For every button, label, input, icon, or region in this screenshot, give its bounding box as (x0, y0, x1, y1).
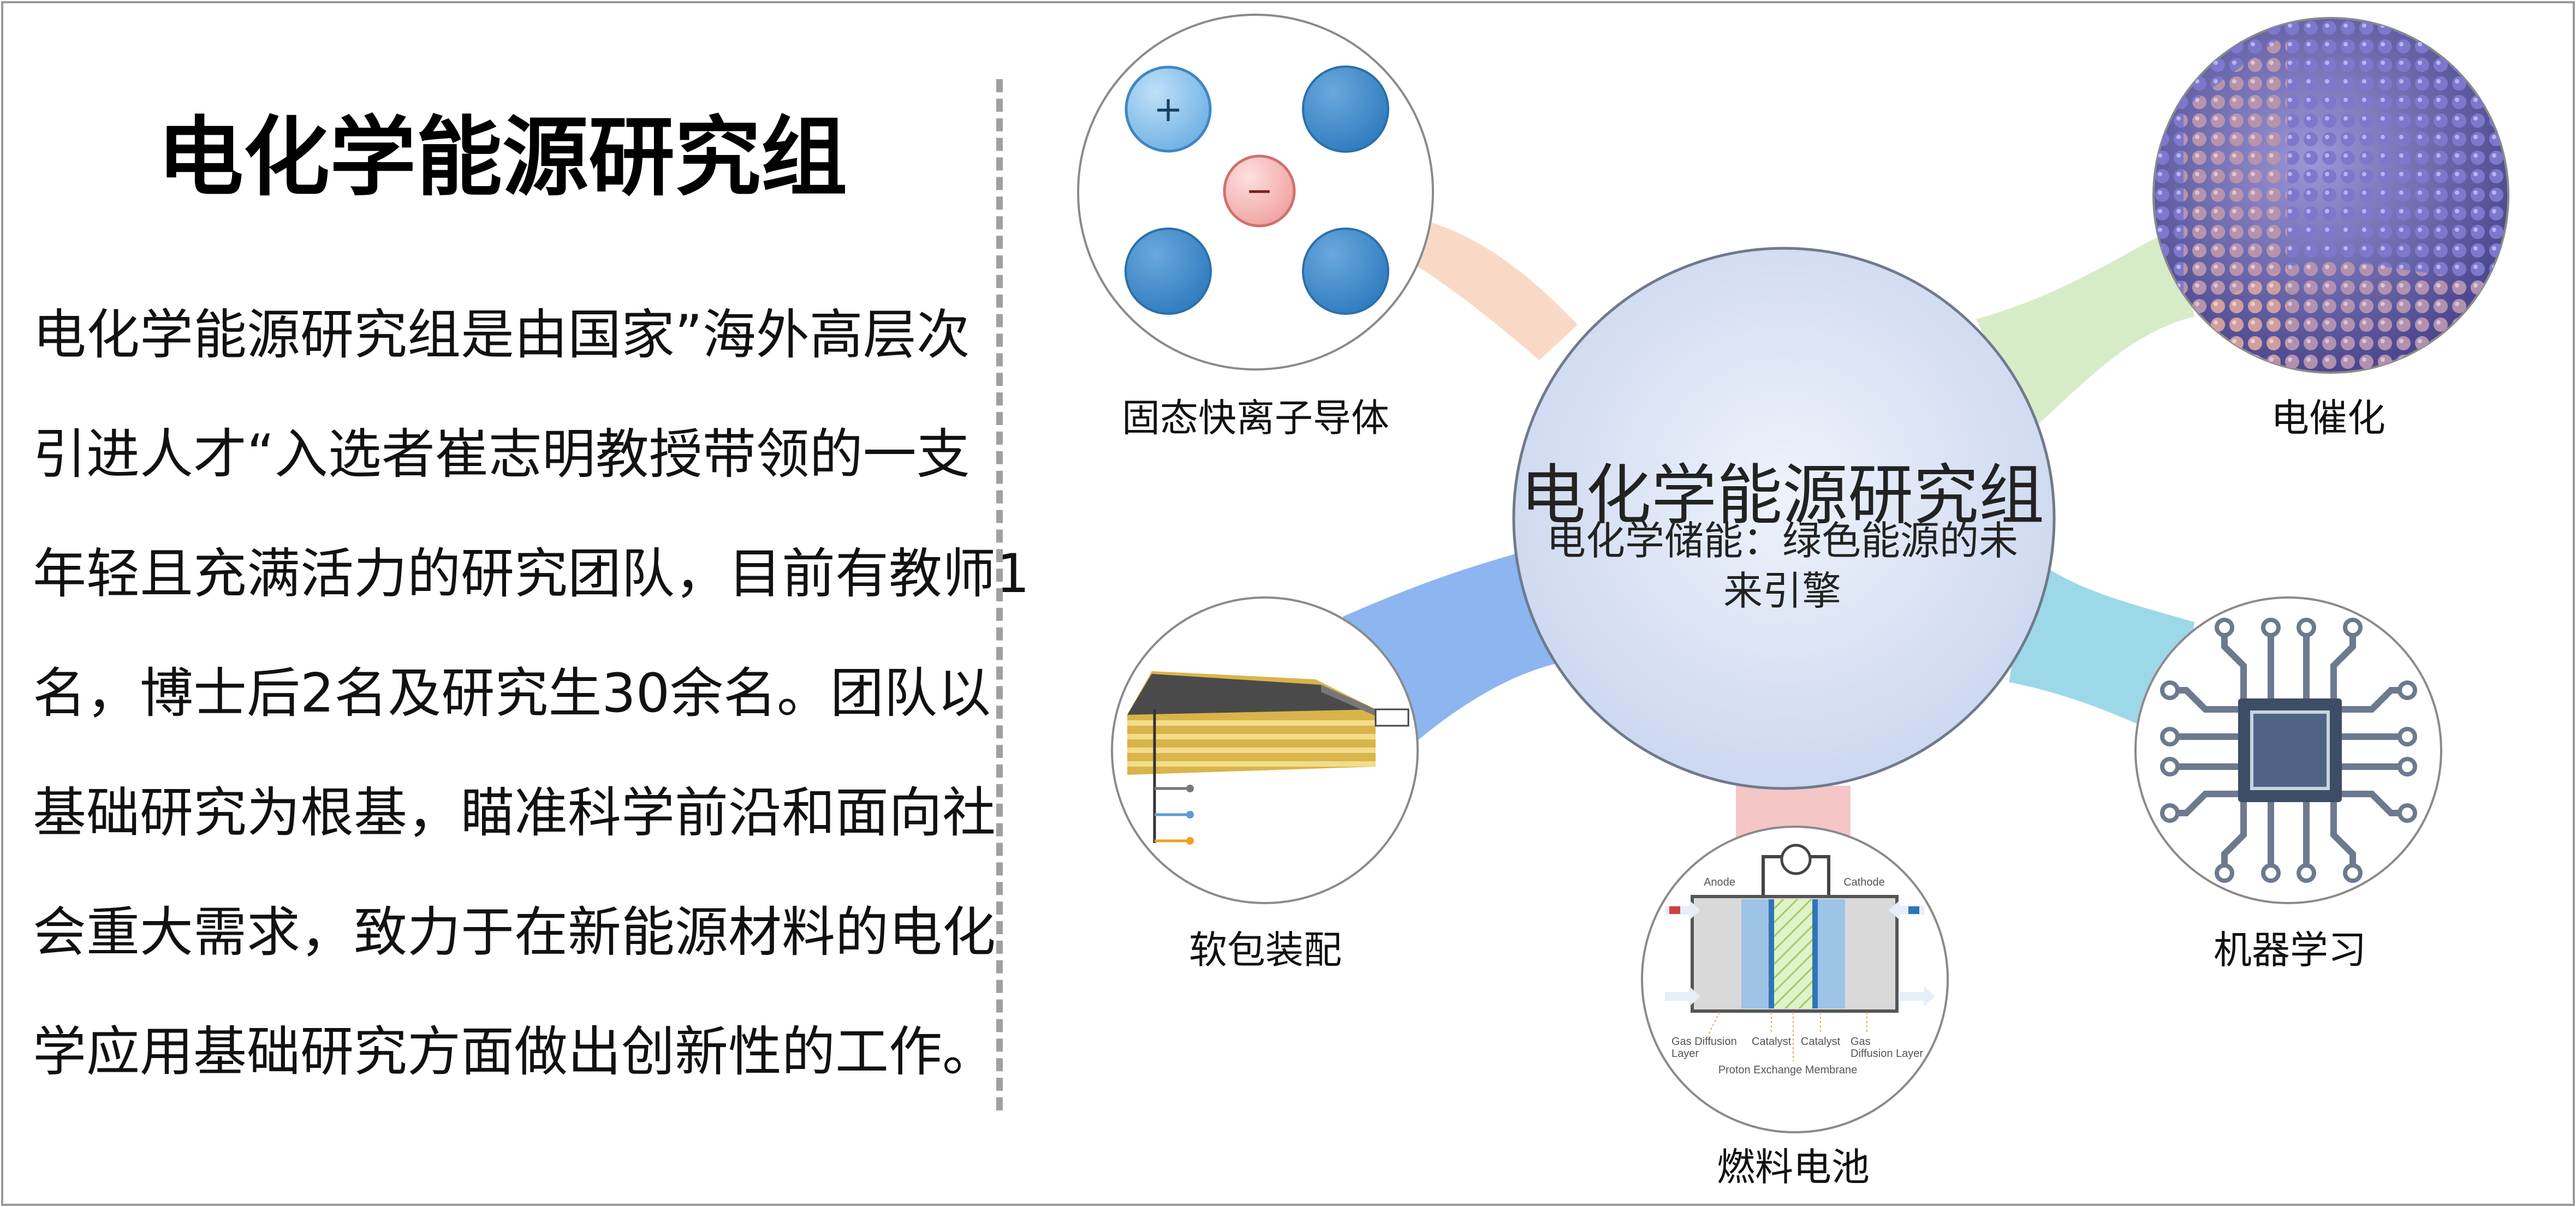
center-circle (1512, 247, 2056, 790)
intro-line: 年轻且充满活力的研究团队，目前有教师1 (33, 543, 1030, 605)
node-pouch-cell (1111, 596, 1419, 904)
fc-membrane-label: Proton Exchange Membrane (1718, 1064, 1858, 1076)
dashed-divider (996, 79, 1003, 1110)
fuel-cell-icon: Anode Cathode Gas Diffusion Layer Cataly… (1665, 844, 1935, 1076)
fc-gdl-right-label-2: Diffusion Layer (1851, 1048, 1923, 1060)
node-label-fuel-cell: 燃料电池 (1717, 1145, 1870, 1190)
band-electrocatalysis (1976, 229, 2194, 431)
band-fuel-cell (1736, 786, 1851, 840)
intro-line: 引进人才“入选者崔志明教授带领的一支 (33, 423, 970, 486)
atom-lattice-icon (2153, 18, 2508, 373)
ion-charges-icon: + − (1125, 65, 1389, 315)
band-solid-ion (1299, 207, 1578, 360)
intro-line: 电化学能源研究组是由国家”海外高层次 (33, 304, 970, 366)
minus-sign: − (1246, 172, 1273, 210)
intro-line: 学应用基础研究方面做出创新性的工作。 (33, 1021, 996, 1083)
fc-catalyst-left-label: Catalyst (1752, 1036, 1792, 1048)
node-machine-learning (2134, 596, 2442, 904)
pouch-cell-icon (1127, 671, 1409, 845)
intro-line: 基础研究为根基，瞄准科学前沿和面向社 (33, 782, 996, 844)
node-label-electrocatalysis: 电催化 (2271, 396, 2385, 440)
node-label-solid-ion: 固态快离子导体 (1122, 396, 1389, 440)
center-subtitle: 电化学储能：绿色能源的未来引擎 (1546, 518, 2018, 614)
fc-gdl-left-label-2: Layer (1671, 1048, 1699, 1060)
node-solid-ion: + − (1077, 14, 1434, 371)
fc-gdl-left-label: Gas Diffusion (1671, 1036, 1737, 1048)
plus-sign: + (1153, 89, 1183, 130)
intro-line: 会重大需求，致力于在新能源材料的电化 (33, 901, 996, 964)
fc-gdl-right-label: Gas (1851, 1036, 1871, 1048)
fc-anode-label: Anode (1704, 876, 1735, 888)
fc-catalyst-right-label: Catalyst (1801, 1036, 1841, 1048)
intro-paragraph: 电化学能源研究组是由国家”海外高层次 引进人才“入选者崔志明教授带领的一支 年轻… (33, 276, 1030, 1112)
intro-line: 名，博士后2名及研究生30余名。团队以 (33, 662, 991, 725)
center-title: 电化学能源研究组 (1520, 458, 2044, 534)
fc-cathode-label: Cathode (1843, 876, 1885, 888)
node-electrocatalysis (2152, 17, 2509, 374)
node-fuel-cell: Anode Cathode Gas Diffusion Layer Cataly… (1641, 826, 1949, 1133)
node-label-pouch-cell: 软包装配 (1189, 928, 1342, 972)
node-label-machine-learning: 机器学习 (2214, 928, 2366, 972)
group-title: 电化学能源研究组 (157, 107, 847, 208)
